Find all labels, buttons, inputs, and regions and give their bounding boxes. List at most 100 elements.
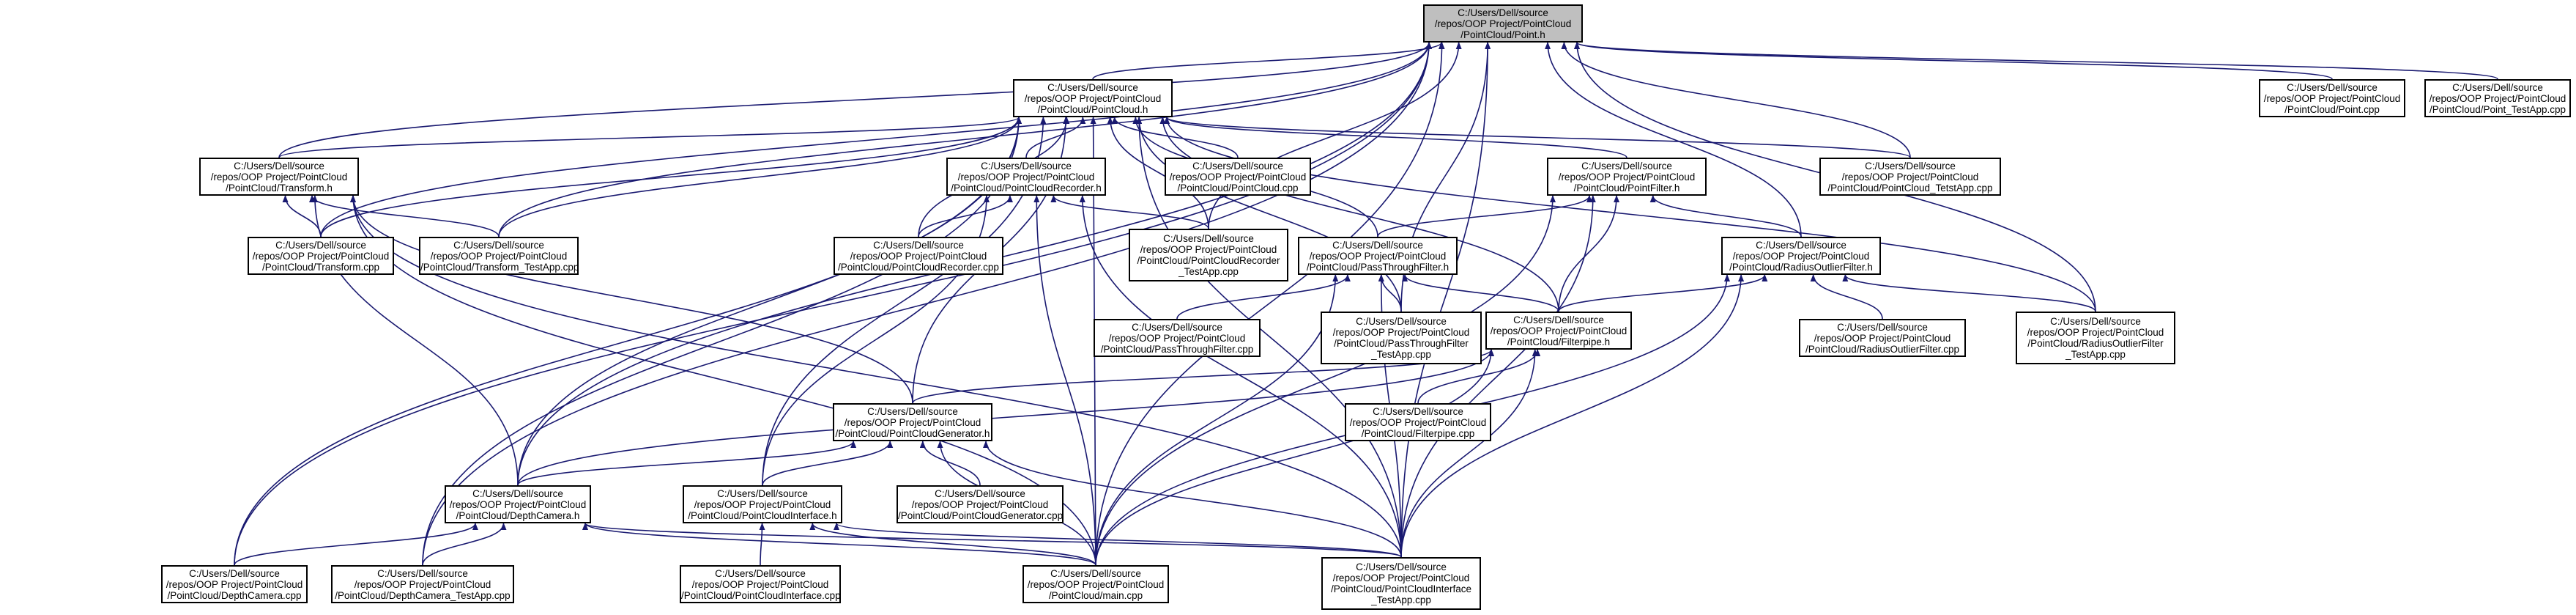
file-node-recorder-cpp[interactable]: C:/Users/Dell/source/repos/OOP Project/P… — [834, 237, 1003, 275]
file-node-label-line: /PointCloud/Filterpipe.h — [1507, 336, 1611, 347]
include-edge-generator-cpp-to-generator-h — [919, 441, 981, 486]
include-edge-depthcamera-cpp-to-point-h — [234, 42, 1432, 566]
file-node-label-line: /PointCloud/PassThroughFilter — [1334, 338, 1469, 349]
include-edge-interface-testapp-to-recorder-h — [1079, 195, 1402, 558]
file-node-label-line: /repos/OOP Project/PointCloud — [1332, 572, 1470, 583]
include-edge-interface-testapp-to-generator-h — [983, 441, 1402, 558]
file-node-recorder-h[interactable]: C:/Users/Dell/source/repos/OOP Project/P… — [946, 158, 1106, 196]
file-node-label-line: /repos/OOP Project/PointCloud — [1108, 332, 1246, 344]
file-node-depthcamera-cpp[interactable]: C:/Users/Dell/source/repos/OOP Project/P… — [161, 565, 308, 603]
file-node-label-line: C:/Users/Dell/source — [453, 239, 544, 251]
file-node-interface-h[interactable]: C:/Users/Dell/source/repos/OOP Project/P… — [683, 485, 842, 523]
include-edge-transform-cpp-to-point-h — [320, 42, 1432, 237]
file-node-interface-testapp[interactable]: C:/Users/Dell/source/repos/OOP Project/P… — [1321, 557, 1481, 610]
include-edge-interface-testapp-to-point-h — [1400, 42, 1491, 558]
include-edge-transform-testapp-to-transform-h — [309, 195, 500, 237]
include-edge-recorder-testapp-to-point-h — [1208, 42, 1462, 229]
file-node-label-line: /PointCloud/RadiusOutlierFilter — [2027, 338, 2164, 349]
file-node-filterpipe-cpp[interactable]: C:/Users/Dell/source/repos/OOP Project/P… — [1345, 403, 1491, 441]
file-node-label-line: /PointCloud/Transform_TestApp.cpp — [420, 261, 579, 273]
file-node-label-line: /PointCloud/main.cpp — [1048, 589, 1143, 601]
include-edge-interface-h-to-generator-h — [762, 441, 894, 486]
include-edge-recorder-h-to-pointcloud-h — [1025, 117, 1086, 158]
file-node-label-line: C:/Users/Dell/source — [717, 487, 808, 499]
include-edge-main-cpp-to-point-h — [1095, 42, 1445, 566]
file-node-depthcamera-testapp[interactable]: C:/Users/Dell/source/repos/OOP Project/P… — [331, 565, 514, 603]
include-edge-pointcloud-testapp-to-point-h — [1561, 42, 1911, 158]
file-node-passthrough-h[interactable]: C:/Users/Dell/source/repos/OOP Project/P… — [1298, 237, 1458, 275]
include-edge-radius-h-to-pointfilter-h — [1649, 195, 1802, 237]
include-edge-radius-testapp-to-pointcloud-h — [1164, 117, 2096, 312]
file-node-label-line: C:/Users/Dell/source — [2452, 81, 2543, 93]
file-node-radius-testapp[interactable]: C:/Users/Dell/source/repos/OOP Project/P… — [2016, 312, 2175, 364]
file-node-label-line: /PointCloud/PointCloudInterface.cpp — [681, 589, 841, 601]
include-edge-depthcamera-testapp-to-point-h — [422, 42, 1432, 566]
file-node-label-line: /PointCloud/PassThroughFilter.h — [1306, 261, 1450, 273]
file-node-point-cpp[interactable]: C:/Users/Dell/source/repos/OOP Project/P… — [2259, 79, 2405, 117]
file-node-pointcloud-cpp[interactable]: C:/Users/Dell/source/repos/OOP Project/P… — [1165, 158, 1311, 196]
file-node-label-line: /PointCloud/RadiusOutlierFilter.cpp — [1805, 343, 1960, 355]
file-node-passthrough-testapp[interactable]: C:/Users/Dell/source/repos/OOP Project/P… — [1321, 312, 1482, 364]
file-node-label-line: /PointCloud/Filterpipe.cpp — [1361, 427, 1475, 439]
file-node-label-line: /PointCloud/PointCloudInterface — [1330, 583, 1472, 594]
file-node-label-line: C:/Users/Dell/source — [2287, 81, 2378, 93]
include-edge-interface-cpp-to-interface-h — [759, 523, 765, 566]
file-node-filterpipe-h[interactable]: C:/Users/Dell/source/repos/OOP Project/P… — [1485, 312, 1632, 350]
include-edge-depthcamera-testapp-to-depthcamera-h — [422, 523, 507, 566]
file-node-label-line: _TestApp.cpp — [1178, 266, 1239, 277]
file-node-label-line: /repos/OOP Project/PointCloud — [1169, 171, 1307, 183]
file-node-label-line: /repos/OOP Project/PointCloud — [1027, 578, 1165, 590]
file-node-generator-h[interactable]: C:/Users/Dell/source/repos/OOP Project/P… — [833, 403, 992, 441]
file-node-label-line: C:/Users/Dell/source — [1050, 567, 1141, 579]
include-edge-recorder-cpp-to-recorder-h — [918, 195, 1013, 237]
file-node-label-line: C:/Users/Dell/source — [2050, 316, 2141, 327]
file-node-radius-h[interactable]: C:/Users/Dell/source/repos/OOP Project/P… — [1721, 237, 1881, 275]
include-edge-recorder-testapp-to-pointcloud-h — [1107, 117, 1209, 229]
file-node-label-line: C:/Users/Dell/source — [1513, 314, 1604, 325]
include-edge-depthcamera-cpp-to-depthcamera-h — [234, 523, 478, 566]
include-edge-main-cpp-to-pointfilter-h — [1095, 195, 1556, 566]
file-node-label-line: /PointCloud/PointCloudGenerator.h — [835, 427, 990, 439]
file-node-recorder-testapp[interactable]: C:/Users/Dell/source/repos/OOP Project/P… — [1129, 229, 1288, 281]
include-edge-pointcloud-h-to-point-h — [1092, 42, 1444, 80]
include-edge-transform-testapp-to-pointcloud-h — [498, 117, 1022, 237]
file-node-label-line: C:/Users/Dell/source — [1865, 160, 1956, 172]
file-node-label-line: /repos/OOP Project/PointCloud — [694, 498, 831, 510]
include-edge-depthcamera-testapp-to-pointcloud-h — [422, 117, 1022, 566]
file-node-transform-cpp[interactable]: C:/Users/Dell/source/repos/OOP Project/P… — [248, 237, 394, 275]
file-node-label-line: C:/Users/Dell/source — [873, 239, 964, 251]
include-edge-interface-testapp-to-pointfilter-h — [1400, 195, 1596, 558]
file-node-label-line: C:/Users/Dell/source — [1047, 81, 1138, 93]
file-node-label-line: C:/Users/Dell/source — [189, 567, 280, 579]
file-node-point-h[interactable]: C:/Users/Dell/source/repos/OOP Project/P… — [1423, 4, 1583, 43]
file-node-label-line: /PointCloud/DepthCamera_TestApp.cpp — [335, 589, 511, 601]
include-edge-filterpipe-h-to-pointfilter-h — [1558, 195, 1620, 312]
file-node-label-line: C:/Users/Dell/source — [1332, 239, 1423, 251]
file-node-label-line: /PointCloud/PointFilter.h — [1573, 182, 1680, 194]
file-node-point-testapp[interactable]: C:/Users/Dell/source/repos/OOP Project/P… — [2424, 79, 2571, 117]
file-node-pointcloud-h[interactable]: C:/Users/Dell/source/repos/OOP Project/P… — [1013, 79, 1173, 117]
include-edge-depthcamera-h-to-generator-h — [517, 441, 857, 486]
include-edge-transform-h-to-pointcloud-h — [278, 117, 1022, 158]
file-node-label-line: /repos/OOP Project/PointCloud — [1558, 171, 1696, 183]
file-node-label-line: /PointCloud/Point.h — [1460, 29, 1545, 40]
file-node-main-cpp[interactable]: C:/Users/Dell/source/repos/OOP Project/P… — [1022, 565, 1169, 603]
include-edge-pointfilter-h-to-pointcloud-h — [1164, 117, 1627, 158]
include-edge-transform-cpp-to-pointcloud-h — [320, 117, 1022, 237]
file-node-depthcamera-h[interactable]: C:/Users/Dell/source/repos/OOP Project/P… — [445, 485, 591, 523]
file-node-radius-cpp[interactable]: C:/Users/Dell/source/repos/OOP Project/P… — [1799, 319, 1966, 357]
file-node-interface-cpp[interactable]: C:/Users/Dell/source/repos/OOP Project/P… — [680, 565, 841, 603]
file-node-pointfilter-h[interactable]: C:/Users/Dell/source/repos/OOP Project/P… — [1547, 158, 1707, 196]
include-edge-filterpipe-h-to-passthrough-h — [1402, 274, 1559, 312]
file-node-pointcloud-testapp[interactable]: C:/Users/Dell/source/repos/OOP Project/P… — [1819, 158, 2001, 196]
file-node-transform-h[interactable]: C:/Users/Dell/source/repos/OOP Project/P… — [199, 158, 359, 196]
file-node-label-line: /repos/OOP Project/PointCloud — [2263, 92, 2401, 104]
file-node-generator-cpp[interactable]: C:/Users/Dell/source/repos/OOP Project/P… — [897, 485, 1064, 523]
file-node-label-line: /repos/OOP Project/PointCloud — [252, 250, 390, 262]
file-node-label-line: C:/Users/Dell/source — [1132, 321, 1222, 333]
include-edge-pointcloud-cpp-to-pointcloud-h — [1111, 117, 1239, 158]
include-edge-interface-testapp-to-pointcloud-h — [1136, 117, 1402, 558]
file-node-label-line: /PointCloud/Transform.cpp — [261, 261, 380, 273]
file-node-passthrough-cpp[interactable]: C:/Users/Dell/source/repos/OOP Project/P… — [1094, 319, 1261, 357]
file-node-transform-testapp[interactable]: C:/Users/Dell/source/repos/OOP Project/P… — [419, 237, 579, 275]
